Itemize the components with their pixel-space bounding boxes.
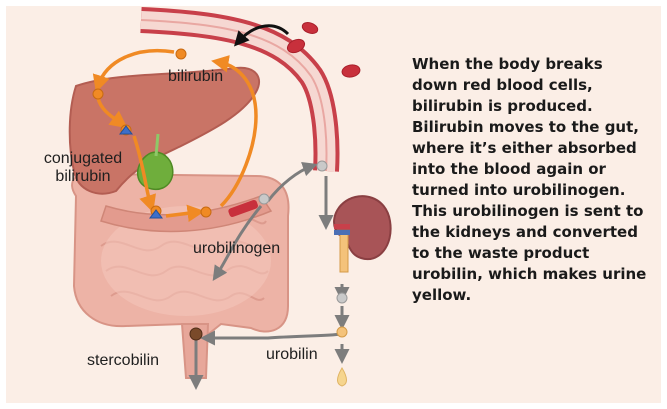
bile-duct-icon (156, 134, 158, 156)
conjugated-label-line2: bilirubin (18, 168, 148, 186)
stercobilin-node (190, 328, 202, 340)
urobilin-node (337, 327, 347, 337)
explanation-text: When the body breaks down red blood cell… (412, 54, 652, 306)
conjugated-bilirubin-label: conjugated bilirubin (18, 150, 148, 186)
bilirubin-label: bilirubin (168, 68, 223, 86)
urobilinogen-node-kidney (337, 293, 347, 303)
renal-vessel-red (334, 224, 350, 229)
urine-drop-icon (338, 368, 347, 386)
bilirubin-metabolism-diagram (6, 6, 406, 403)
urobilinogen-label: urobilinogen (193, 240, 280, 258)
ureter-icon (340, 232, 348, 272)
urobilin-label: urobilin (266, 346, 318, 364)
urobilinogen-node-vessel (317, 161, 327, 171)
urobilinogen-node (259, 194, 269, 204)
stercobilin-label: stercobilin (87, 352, 159, 370)
renal-vessel-blue (334, 230, 350, 235)
conjugated-label-line1: conjugated (18, 150, 148, 168)
